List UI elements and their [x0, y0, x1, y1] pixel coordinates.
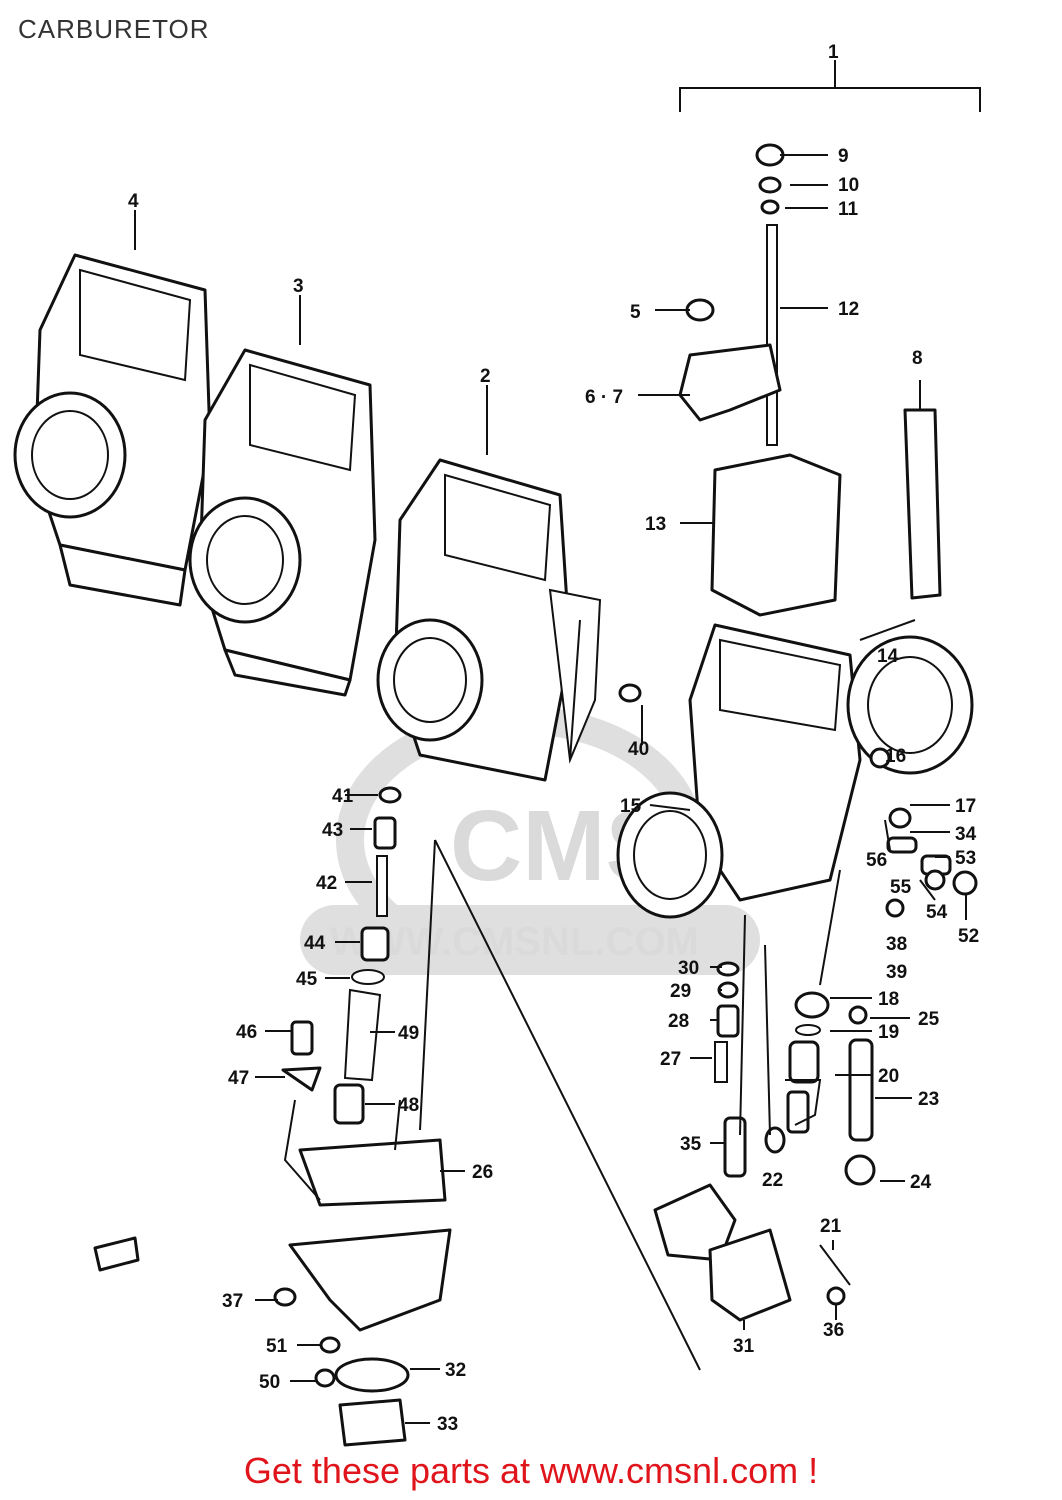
- callout-17: 17: [955, 796, 976, 817]
- callout-16: 16: [885, 746, 906, 767]
- callout-3: 3: [293, 276, 304, 297]
- carburetor-body-4: [13, 253, 212, 607]
- callout-28: 28: [668, 1011, 689, 1032]
- callout-49: 49: [398, 1023, 419, 1044]
- callout-51: 51: [266, 1336, 288, 1357]
- callout-23: 23: [918, 1089, 939, 1110]
- callout-48: 48: [398, 1095, 419, 1116]
- callout-33: 33: [437, 1414, 458, 1435]
- carburetor-body-2: [376, 458, 602, 782]
- callout-1: 1: [828, 42, 839, 63]
- callout-45: 45: [296, 969, 318, 990]
- part-13-block: [710, 453, 842, 617]
- callout-34: 34: [955, 824, 977, 845]
- callout-9: 9: [838, 146, 849, 167]
- callout-29: 29: [670, 981, 691, 1002]
- callout-labels: 1 2 3 4 5 6 · 7 8 9 10 11 12 13 14 15 16…: [128, 42, 979, 1435]
- callout-22: 22: [762, 1170, 783, 1191]
- callout-24: 24: [910, 1172, 932, 1193]
- callout-14: 14: [877, 646, 899, 667]
- callout-4: 4: [128, 191, 139, 212]
- callout-38: 38: [886, 934, 907, 955]
- callout-11: 11: [838, 199, 859, 220]
- callout-30: 30: [678, 958, 699, 979]
- callout-12: 12: [838, 299, 859, 320]
- callout-8: 8: [912, 348, 923, 369]
- callout-2: 2: [480, 366, 491, 387]
- callout-5: 5: [630, 302, 641, 323]
- callout-21: 21: [820, 1216, 842, 1237]
- callout-41: 41: [332, 786, 354, 807]
- callout-13: 13: [645, 514, 666, 535]
- callout-6-7: 6 · 7: [585, 387, 623, 408]
- callout-40: 40: [628, 739, 649, 760]
- callout-37: 37: [222, 1291, 243, 1312]
- callout-53: 53: [955, 848, 976, 869]
- callout-42: 42: [316, 873, 337, 894]
- callout-52: 52: [958, 926, 979, 947]
- callout-25: 25: [918, 1009, 940, 1030]
- callout-44: 44: [304, 933, 326, 954]
- footer-promo[interactable]: Get these parts at www.cmsnl.com !: [243, 1450, 819, 1491]
- callout-27: 27: [660, 1049, 681, 1070]
- float-bowl: [273, 1138, 452, 1447]
- callout-31: 31: [733, 1336, 755, 1357]
- callout-20: 20: [878, 1066, 899, 1087]
- callout-10: 10: [838, 175, 859, 196]
- callout-43: 43: [322, 820, 343, 841]
- callout-26: 26: [472, 1162, 493, 1183]
- watermark-url: WWW.CMSNL.COM: [330, 920, 699, 964]
- callout-19: 19: [878, 1022, 899, 1043]
- page-title: CARBURETOR: [18, 14, 210, 44]
- callout-56: 56: [866, 850, 887, 871]
- part-8-strip: [903, 408, 942, 600]
- callout-35: 35: [680, 1134, 702, 1155]
- carburetor-body-main: [616, 623, 974, 919]
- small-parts-right-column: [93, 683, 978, 1322]
- carburetor-body-3: [188, 348, 377, 697]
- callout-39: 39: [886, 962, 907, 983]
- callout-15: 15: [620, 796, 642, 817]
- leader-lines: [134, 154, 967, 1424]
- callout-50: 50: [259, 1372, 280, 1393]
- callout-54: 54: [926, 902, 948, 923]
- callout-18: 18: [878, 989, 899, 1010]
- callout-32: 32: [445, 1360, 466, 1381]
- callout-55: 55: [890, 877, 912, 898]
- part-12-rod: [766, 224, 778, 446]
- callout-46: 46: [236, 1022, 257, 1043]
- callout-47: 47: [228, 1068, 249, 1089]
- watermark: CMS WWW.CMSNL.COM: [300, 706, 760, 975]
- callout-36: 36: [823, 1320, 844, 1341]
- needle-valve-stack: [281, 786, 402, 1125]
